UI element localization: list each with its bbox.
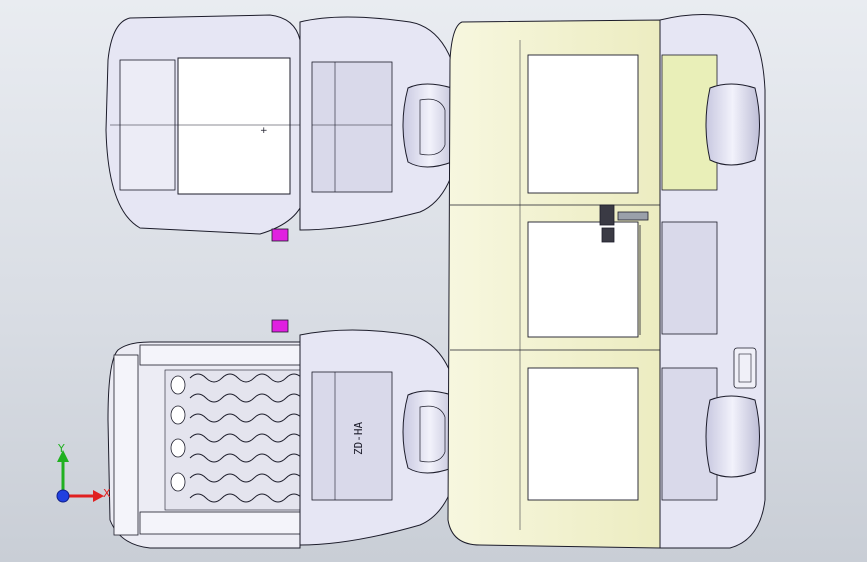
triad-x-label: X <box>103 487 111 500</box>
spring-clips <box>170 375 186 492</box>
headrest-pad <box>402 83 458 168</box>
front-seat-upper[interactable]: + <box>105 14 463 242</box>
rear-bench-seat[interactable] <box>447 13 766 549</box>
cushion-panel-left <box>177 57 291 195</box>
bench-panel-middle <box>527 221 639 338</box>
frame-rail-bottom <box>139 511 301 535</box>
recliner-handle[interactable] <box>271 228 289 242</box>
seat-belt-buckle[interactable] <box>599 204 649 243</box>
bench-panel-upper <box>527 54 639 194</box>
frame-rail-top <box>139 344 301 366</box>
bench-latch[interactable] <box>733 347 757 389</box>
front-seat-lower[interactable]: ZD-HA <box>107 319 463 549</box>
zigzag-springs <box>189 373 303 503</box>
backrest-panel <box>311 61 393 193</box>
triad-y-label: Y <box>57 442 65 455</box>
recliner-handle-lower[interactable] <box>271 319 289 333</box>
coordinate-triad: X Y <box>56 442 111 503</box>
bench-panel-lower <box>527 367 639 501</box>
z-axis-dot <box>56 489 70 503</box>
bench-headrest-upper <box>705 83 760 166</box>
spring-area <box>164 369 301 511</box>
bench-headrest-lower <box>705 395 760 478</box>
origin-mark: + <box>260 126 268 136</box>
backrest-panel-lower <box>311 371 393 501</box>
frame-rail-left <box>113 354 139 536</box>
part-label: ZD-HA <box>352 422 365 455</box>
bench-backrest-panel-middle <box>661 221 718 335</box>
